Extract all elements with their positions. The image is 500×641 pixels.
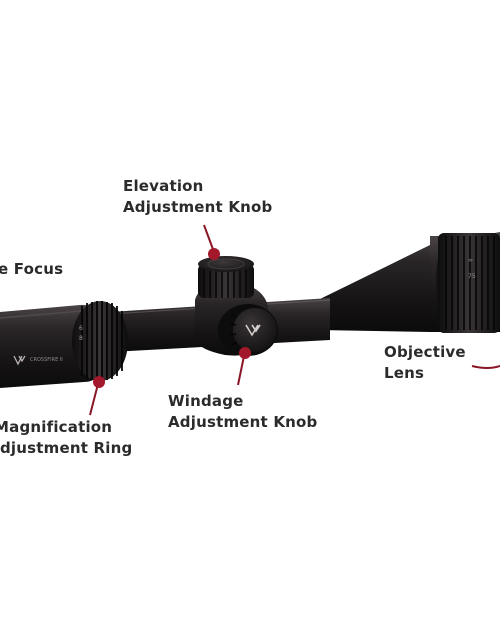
- label-magnification-line1: Magnification: [0, 418, 113, 436]
- label-objective: Objective Lens: [384, 342, 466, 384]
- objective-leader: [471, 365, 500, 369]
- label-elevation: Elevation Adjustment Knob: [123, 176, 272, 218]
- label-windage-line1: Windage: [168, 392, 244, 410]
- windage-logo-icon: [245, 324, 261, 337]
- magnification-marker: [93, 376, 105, 388]
- svg-text:8: 8: [79, 335, 83, 342]
- label-eyepiece-focus: e Focus: [0, 259, 63, 280]
- windage-marker: [239, 347, 251, 359]
- svg-text:6: 6: [79, 325, 83, 332]
- label-objective-line1: Objective: [384, 343, 466, 361]
- windage-leader: [237, 347, 251, 386]
- elevation-marker: [208, 248, 220, 260]
- label-eyepiece-focus-line1: e Focus: [0, 260, 64, 278]
- objective-focus-ring: 75 ∞: [438, 233, 500, 333]
- svg-text:∞: ∞: [468, 257, 473, 264]
- label-windage: Windage Adjustment Knob: [168, 391, 317, 433]
- svg-text:CROSSFIRE II: CROSSFIRE II: [30, 357, 63, 363]
- vortex-logo-icon: [13, 355, 26, 366]
- label-objective-line2: Lens: [384, 364, 425, 382]
- label-magnification: Magnification djustment Ring: [0, 417, 132, 459]
- magnification-ring: 6 8: [72, 301, 128, 381]
- windage-knob: [218, 304, 278, 356]
- elevation-knob: [198, 256, 254, 298]
- label-magnification-line2: djustment Ring: [0, 439, 133, 457]
- objective-bell: 75 ∞: [318, 232, 500, 333]
- svg-text:75: 75: [468, 273, 476, 280]
- label-windage-line2: Adjustment Knob: [168, 413, 318, 431]
- magnification-leader: [89, 376, 105, 416]
- elevation-leader: [203, 224, 220, 260]
- label-elevation-line1: Elevation: [123, 177, 204, 195]
- label-elevation-line2: Adjustment Knob: [123, 198, 273, 216]
